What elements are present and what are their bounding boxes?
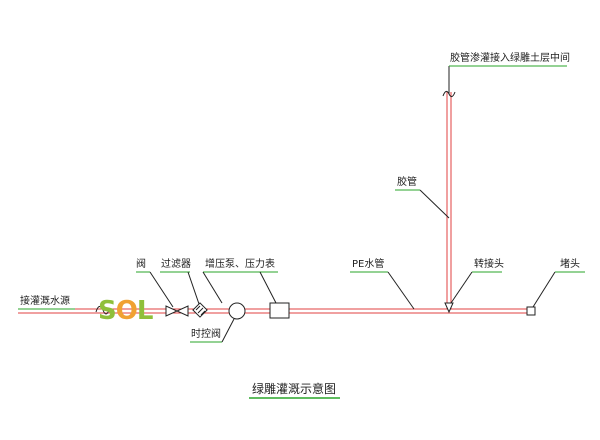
logo-letter-l: L xyxy=(136,296,154,326)
water-source-icon xyxy=(95,306,110,315)
logo-letter-s: S xyxy=(98,296,117,326)
label-hose-outlet: 胶管渗灌接入绿雕土层中间 xyxy=(450,53,570,64)
filter-icon xyxy=(192,302,208,318)
logo-letter-o: O xyxy=(115,296,138,326)
label-hose: 胶管 xyxy=(397,177,417,188)
label-adapter: 转接头 xyxy=(474,259,504,270)
valve-icon xyxy=(165,305,189,317)
label-plug: 堵头 xyxy=(560,259,580,270)
label-pump-gauge: 增压泵、压力表 xyxy=(205,259,275,270)
diagram-title: 绿雕灌溉示意图 xyxy=(252,382,337,396)
pump-gauge-icon xyxy=(269,302,290,319)
timer-valve-icon xyxy=(228,302,246,320)
label-timer-valve: 时控阀 xyxy=(191,329,221,340)
adapter-icon xyxy=(444,302,454,314)
leader-lines xyxy=(18,65,585,399)
label-valve: 阀 xyxy=(136,259,146,270)
hose-pipe xyxy=(446,92,452,309)
plug-icon xyxy=(526,306,536,316)
brand-logo: SOL xyxy=(98,296,154,326)
label-water-source: 接灌溉水源 xyxy=(20,296,70,307)
label-pe-pipe: PE水管 xyxy=(352,259,385,270)
label-filter: 过滤器 xyxy=(161,259,191,270)
